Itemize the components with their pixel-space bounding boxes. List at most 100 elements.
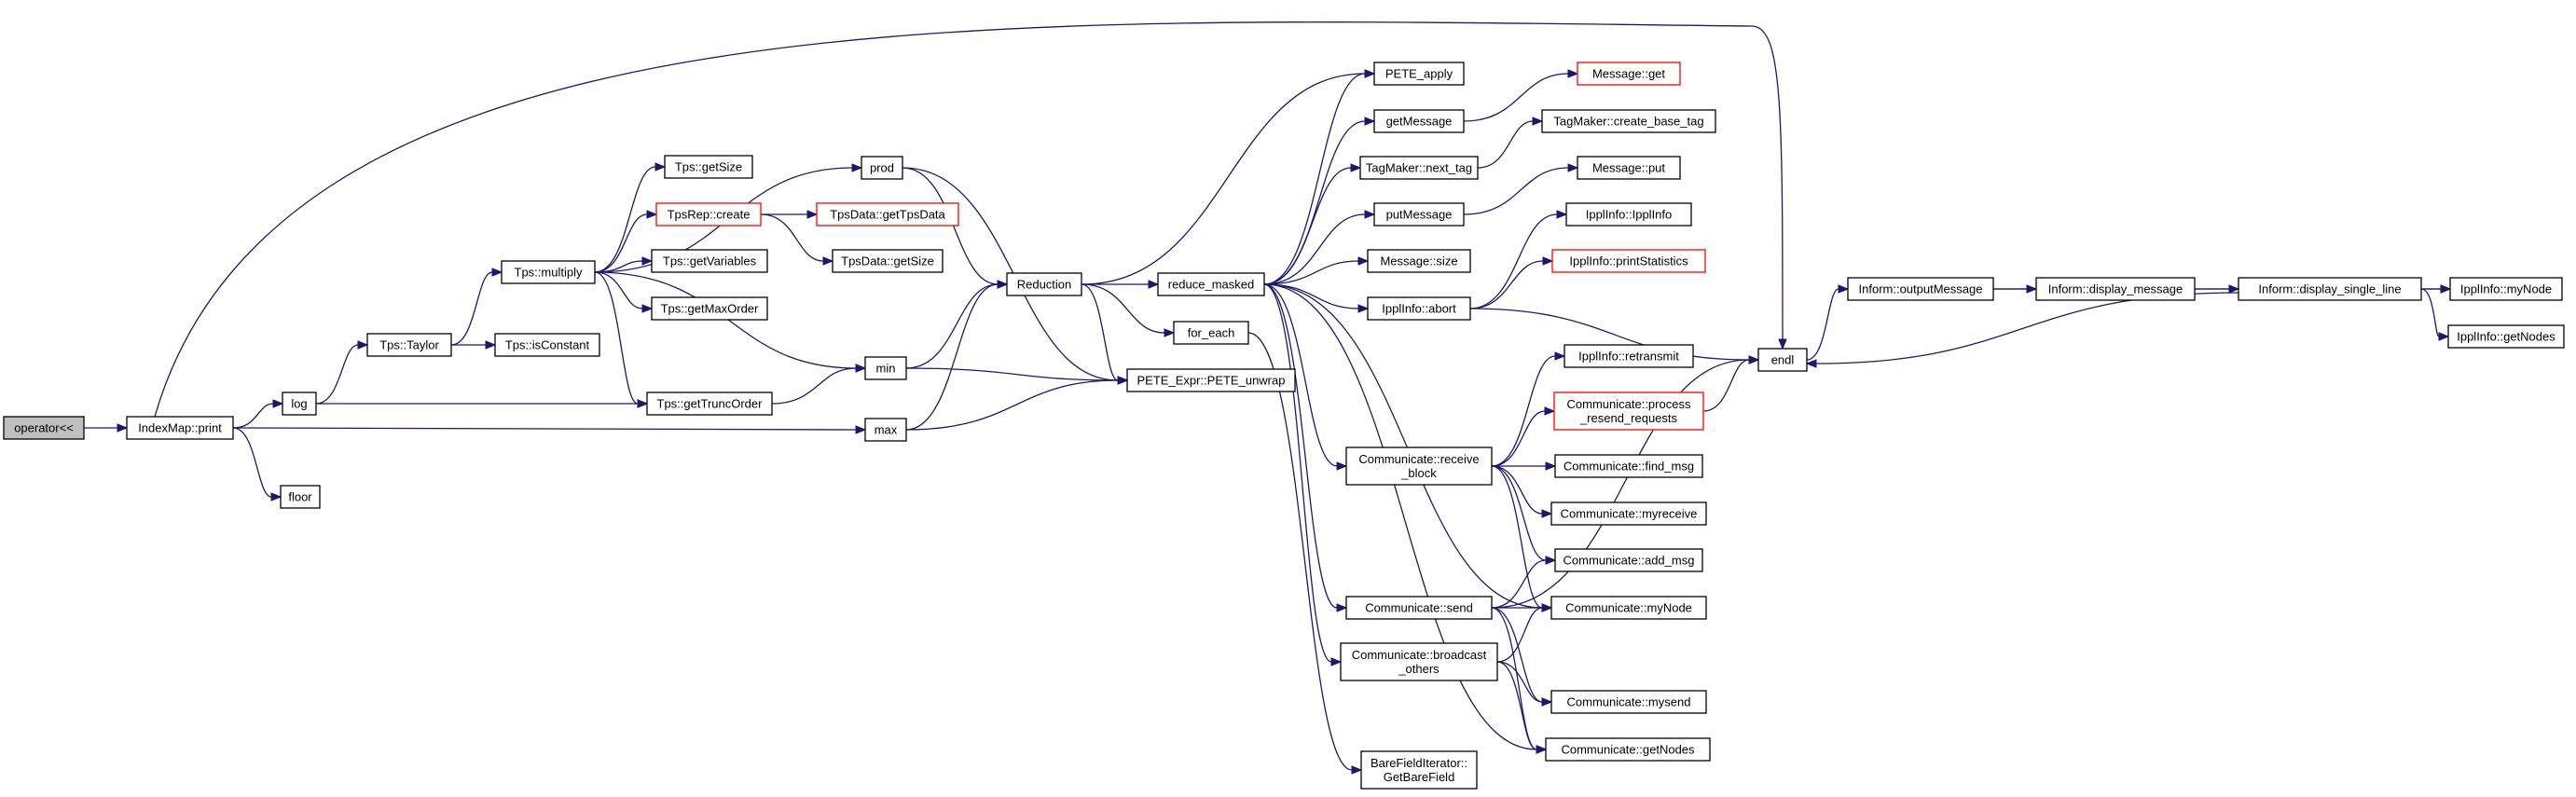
node-label: Communicate::broadcast [1352,648,1487,662]
node-box [664,155,753,179]
node-operator[interactable]: operator<< [3,416,85,440]
node-putmessage[interactable]: putMessage [1373,202,1465,227]
edge-rm-to-gm [1263,117,1376,285]
node-barefielditerator-getbarefield[interactable]: BareFieldIterator::GetBareField [1360,750,1478,790]
node-box [1157,272,1265,296]
node-ipplinfo-mynode[interactable]: IpplInfo::myNode [2449,277,2563,301]
node-ipplinfo-abort[interactable]: IpplInfo::abort [1367,296,1471,321]
edge-mul-to-gto [594,271,649,408]
node-communicate-process-resend-requests[interactable]: Communicate::process_resend_requests [1553,392,1704,431]
node-reduce-masked[interactable]: reduce_masked [1157,272,1265,296]
node-communicate-mynode[interactable]: Communicate::myNode [1550,596,1707,620]
node-box [1360,750,1478,790]
node-tps-getmaxorder[interactable]: Tps::getMaxOrder [651,296,768,321]
node-box [1340,642,1498,681]
node-prod[interactable]: prod [861,156,903,180]
node-label: PETE_Expr::PETE_unwrap [1137,374,1286,388]
node-tpsdata-gettpsdata[interactable]: TpsData::getTpsData [816,202,959,227]
node-pete-expr-pete-unwrap[interactable]: PETE_Expr::PETE_unwrap [1126,368,1296,392]
node-communicate-send[interactable]: Communicate::send [1345,596,1493,620]
node-tps-getvariables[interactable]: Tps::getVariables [651,249,768,273]
edge-gto-to-min [771,364,867,405]
node-tps-isconstant[interactable]: Tps::isConstant [494,333,600,357]
node-max[interactable]: max [864,418,907,442]
node-box [1564,344,1694,368]
node-communicate-broadcast-others[interactable]: Communicate::broadcast_others [1340,642,1498,681]
node-ipplinfo-retransmit[interactable]: IpplInfo::retransmit [1564,344,1694,368]
node-inform-display-message[interactable]: Inform::display_message [2035,277,2196,301]
node-box [1173,321,1249,345]
node-tpsrep-create[interactable]: TpsRep::create [655,202,762,227]
node-label: IndexMap::print [138,421,222,435]
node-min[interactable]: min [864,356,907,380]
node-pete-apply[interactable]: PETE_apply [1373,62,1465,86]
node-endl[interactable]: endl [1757,348,1808,372]
node-box [494,333,600,357]
node-box [1345,447,1493,486]
node-box [646,392,773,416]
node-label: TagMaker::create_base_tag [1553,115,1703,129]
node-communicate-mysend[interactable]: Communicate::mysend [1550,690,1707,714]
node-box [1554,548,1703,572]
node-communicate-add-msg[interactable]: Communicate::add_msg [1554,548,1703,572]
node-tps-taylor[interactable]: Tps::Taylor [366,333,452,357]
node-tps-gettruncorder[interactable]: Tps::getTruncOrder [646,392,773,416]
node-label: max [875,423,898,437]
node-box [1577,156,1681,180]
node-box [1554,454,1703,478]
node-label: Message::size [1380,254,1457,268]
edge-crb-to-irt [1491,351,1566,467]
node-label: Communicate::find_msg [1564,460,1694,474]
node-getmessage[interactable]: getMessage [1373,109,1465,133]
node-inform-outputmessage[interactable]: Inform::outputMessage [1847,277,1994,301]
node-label: log [291,397,307,411]
node-for-each[interactable]: for_each [1173,321,1249,345]
node-message-get[interactable]: Message::get [1577,62,1681,86]
node-tps-getsize[interactable]: Tps::getSize [664,155,753,179]
node-log[interactable]: log [282,392,317,416]
edge-imp-to-log [232,399,284,429]
node-box [861,156,903,180]
edge-rm-to-cbo [1263,283,1343,666]
edge-trc-to-gtd [760,210,819,219]
node-inform-display-single-line[interactable]: Inform::display_single_line [2238,277,2422,301]
node-communicate-receive-block[interactable]: Communicate::receive_block [1345,447,1493,486]
edge-cbo-to-cms [1496,661,1553,707]
node-ipplinfo-ipplinfo[interactable]: IpplInfo::IpplInfo [1565,202,1692,227]
node-label: IpplInfo::myNode [2460,282,2552,296]
edge-log-to-gto [315,399,649,408]
node-reduction[interactable]: Reduction [1006,272,1082,296]
node-label: _resend_requests [1579,411,1678,425]
node-floor[interactable]: floor [280,485,321,509]
node-tagmaker-next-tag[interactable]: TagMaker::next_tag [1359,156,1479,180]
node-ipplinfo-printstatistics[interactable]: IpplInfo::printStatistics [1551,249,1706,273]
node-box [1345,596,1493,620]
node-tps-multiply[interactable]: Tps::multiply [501,260,596,284]
node-communicate-getnodes[interactable]: Communicate::getNodes [1545,737,1711,762]
edge-cbo-to-cgn [1496,661,1548,754]
node-label: _block [1400,466,1437,480]
node-indexmap-print[interactable]: IndexMap::print [126,416,234,440]
node-tpsdata-getsize[interactable]: TpsData::getSize [832,249,944,273]
node-communicate-myreceive[interactable]: Communicate::myreceive [1550,502,1707,526]
edge-crb-to-cprr [1491,406,1556,467]
node-ipplinfo-getnodes[interactable]: IpplInfo::getNodes [2447,324,2565,349]
edge-red-to-rm [1081,280,1160,289]
node-box [126,416,234,440]
node-label: Message::get [1592,67,1665,81]
node-box [1847,277,1994,301]
node-message-size[interactable]: Message::size [1367,249,1471,273]
node-box [501,260,596,284]
node-label: putMessage [1386,208,1453,222]
node-label: IpplInfo::IpplInfo [1586,208,1673,222]
node-communicate-find-msg[interactable]: Communicate::find_msg [1554,454,1703,478]
edge-cs-to-cms [1491,607,1553,707]
node-box [2447,324,2565,349]
node-box [366,333,452,357]
edge-rm-to-pm [1263,210,1376,285]
node-message-put[interactable]: Message::put [1577,156,1681,180]
edge-mul-to-trc [594,210,658,273]
node-tagmaker-create-base-tag[interactable]: TagMaker::create_base_tag [1541,109,1716,133]
node-box [651,296,768,321]
